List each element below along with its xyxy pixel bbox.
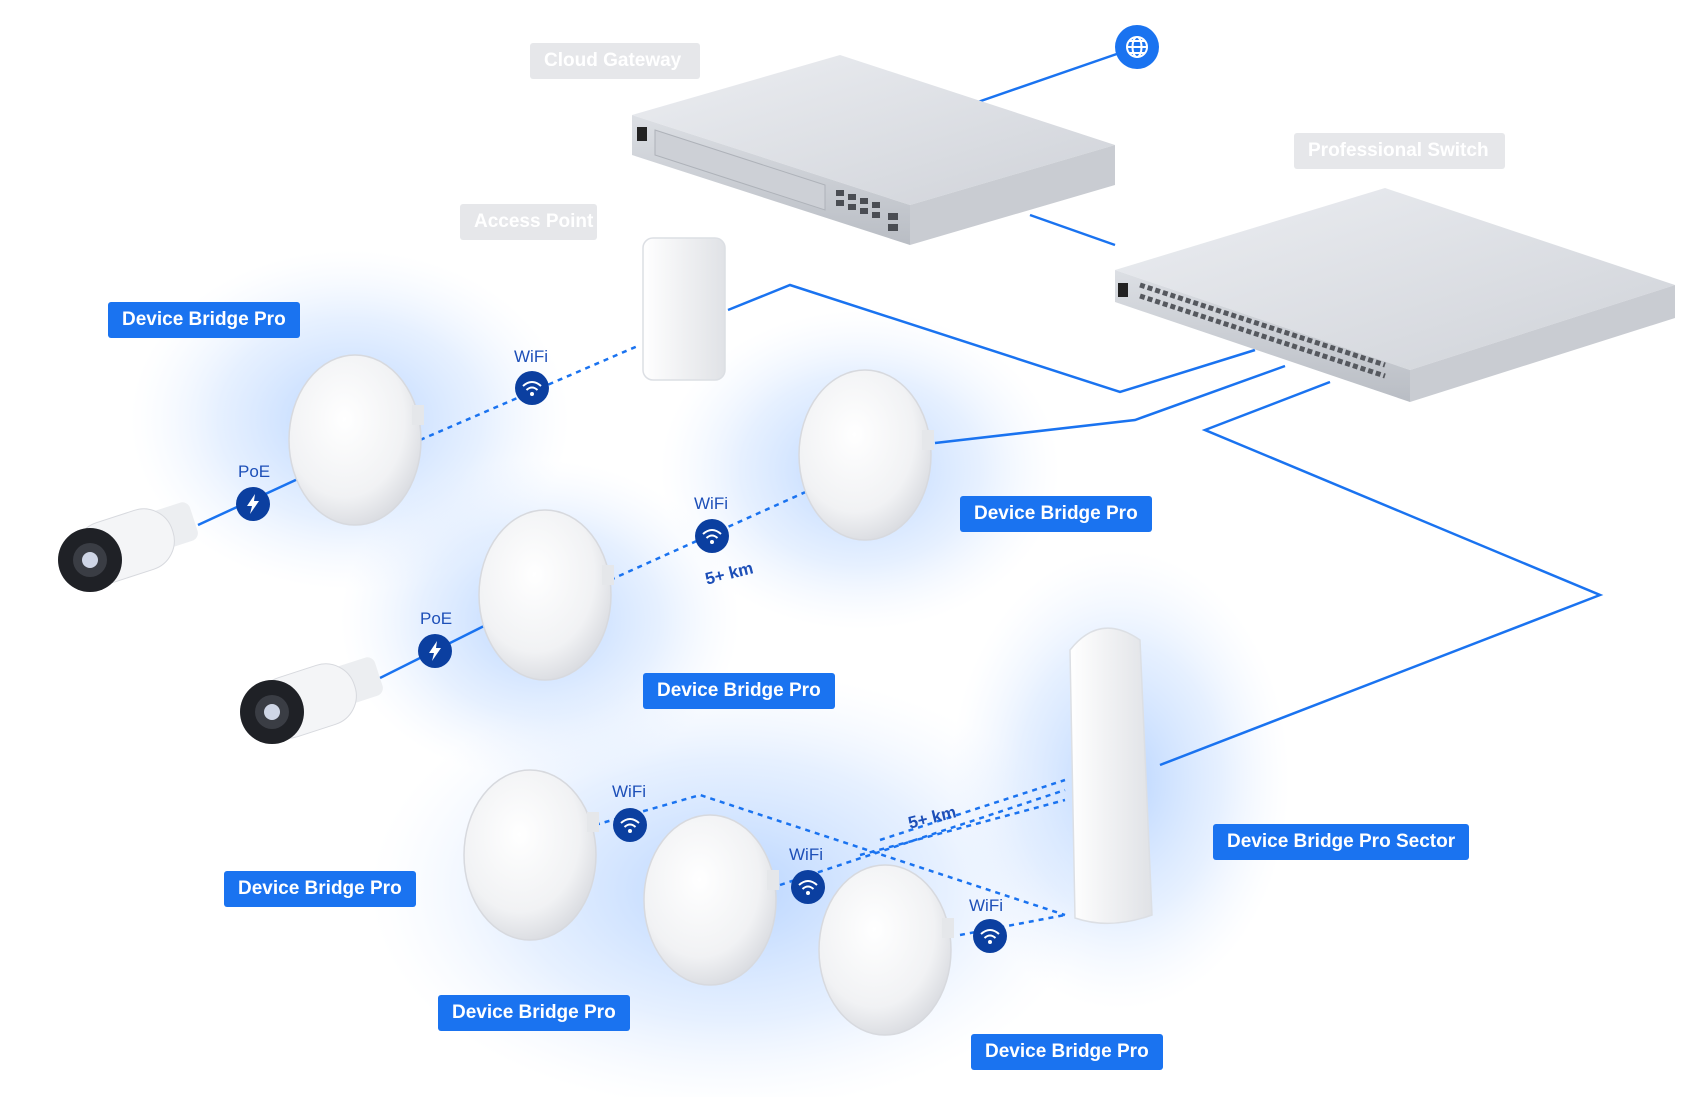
label-dbp-low-right: Device Bridge Pro xyxy=(971,1034,1163,1070)
wifi-badge-3 xyxy=(613,808,647,842)
link-badges xyxy=(236,371,1007,953)
link-ap-switch xyxy=(727,283,1256,394)
label-sector: Device Bridge Pro Sector xyxy=(1213,824,1470,860)
dish-mid-right xyxy=(798,369,934,541)
wifi-dbp-dbp xyxy=(609,488,811,582)
tag-wifi-5: WiFi xyxy=(969,896,1003,915)
switch-display xyxy=(1118,283,1128,297)
lightning-bolt-icon xyxy=(429,641,441,661)
poe-badge-1 xyxy=(236,487,270,521)
wireless-links xyxy=(419,343,1066,937)
wifi-icon xyxy=(702,529,722,539)
wifi-badge-2 xyxy=(695,519,729,553)
label-dbp-low-center: Device Bridge Pro xyxy=(438,995,630,1031)
tag-poe-1: PoE xyxy=(238,462,271,481)
switch-top xyxy=(1115,188,1675,370)
tag-wifi-4: WiFi xyxy=(789,845,823,864)
wifi-badge-4 xyxy=(791,870,825,904)
dish-mid-center xyxy=(478,509,614,681)
gateway-drive-bays xyxy=(654,129,826,211)
lightning-bolt-icon xyxy=(247,494,259,514)
professional-switch-device xyxy=(1115,188,1675,402)
label-dbp-mid-right: Device Bridge Pro xyxy=(960,496,1152,532)
camera-mid xyxy=(240,657,383,744)
wifi-badge-5 xyxy=(973,919,1007,953)
sector-device xyxy=(1069,627,1153,925)
tag-wifi-2: WiFi xyxy=(694,494,728,513)
dish-top-left xyxy=(288,354,424,526)
wifi-badge-1 xyxy=(515,371,549,405)
label-dbp-mid-center: Device Bridge Pro xyxy=(643,673,835,709)
wifi-icon xyxy=(798,880,818,890)
gateway-display xyxy=(637,127,647,141)
label-professional-switch: Professional Switch xyxy=(1294,133,1505,169)
label-dbp-top-left: Device Bridge Pro xyxy=(108,302,300,338)
wifi-icon xyxy=(980,929,1000,939)
camera-top xyxy=(58,502,198,592)
cloud-gateway-device xyxy=(632,55,1115,245)
poe-badge-2 xyxy=(418,634,452,668)
wifi-icon xyxy=(522,381,542,391)
switch-side xyxy=(1410,285,1675,402)
switch-port-rows xyxy=(1139,282,1386,379)
wifi-sector-d xyxy=(959,913,1066,937)
gateway-side xyxy=(910,145,1115,245)
access-point-body xyxy=(642,237,726,381)
tag-poe-2: PoE xyxy=(420,609,453,628)
label-access-point: Access Point xyxy=(460,204,597,240)
dish-low-center xyxy=(643,814,779,986)
globe-icon xyxy=(1126,36,1148,58)
gateway-ports xyxy=(836,190,898,231)
gateway-top xyxy=(632,55,1115,205)
sector-body xyxy=(1069,627,1153,925)
link-gateway-internet xyxy=(974,45,1138,105)
link-dbp-switch xyxy=(934,364,1286,445)
tag-wifi-3: WiFi xyxy=(612,782,646,801)
wifi-sector-e xyxy=(879,778,1066,842)
dish-low-right xyxy=(818,864,954,1036)
label-dbp-low-left: Device Bridge Pro xyxy=(224,871,416,907)
access-point-device xyxy=(642,237,726,381)
link-gateway-switch xyxy=(1029,213,1116,247)
internet-node xyxy=(1115,25,1159,69)
link-sector-switch xyxy=(1159,380,1604,767)
dish-low-left xyxy=(463,769,599,941)
dish-group xyxy=(288,354,954,1036)
tag-wifi-1: WiFi xyxy=(514,347,548,366)
label-cloud-gateway: Cloud Gateway xyxy=(530,43,700,79)
wifi-icon xyxy=(620,818,640,828)
